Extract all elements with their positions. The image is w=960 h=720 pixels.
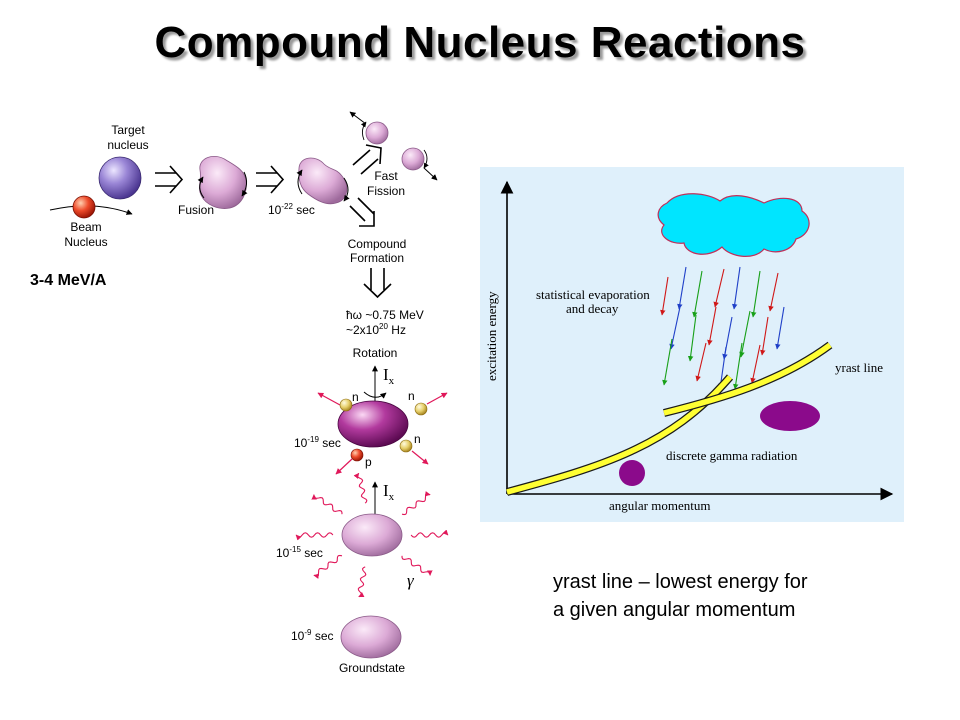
yrast-curve-upper-fill — [663, 342, 832, 416]
fast-fission-label-1: Fast — [374, 169, 398, 183]
gamma-ray-3 — [401, 491, 431, 516]
neutron-label-1: n — [352, 390, 359, 404]
high-spin-state — [760, 401, 820, 431]
compound-label-2: Formation — [350, 251, 404, 265]
gamma-ray-4 — [410, 529, 449, 538]
neutron-label-3: n — [414, 432, 421, 446]
evaporation-arrow-16 — [695, 342, 707, 382]
neutron-1 — [339, 398, 353, 412]
evaporation-arrow-15 — [662, 338, 673, 386]
fusion-blob — [199, 156, 247, 209]
proton — [350, 448, 364, 462]
fission-arrow-2 — [423, 167, 438, 181]
target-label-2: nucleus — [107, 138, 148, 152]
spin-rotation-arrow-1 — [363, 391, 387, 399]
evaporation-label-2: and decay — [566, 301, 619, 316]
neutron-label-2: n — [408, 389, 415, 403]
evaporation-arrow-13 — [760, 316, 769, 356]
x-axis-label: angular momentum — [609, 498, 710, 513]
beam-label-1: Beam — [70, 220, 101, 234]
neutron-2 — [414, 402, 428, 416]
evaporation-arrow-19 — [750, 344, 761, 384]
time-label-1: 10-22 sec — [268, 202, 315, 217]
gamma-ray-5 — [401, 555, 433, 576]
compound-nucleus-gamma — [341, 513, 403, 557]
compound-nucleus-cloud — [657, 193, 810, 257]
dinuclear-rotation-arrow-2 — [343, 177, 350, 202]
fission-fragment-2 — [401, 147, 425, 171]
fission-spin-arrow-2 — [423, 149, 429, 169]
proton-arrow — [335, 458, 353, 475]
gamma-label: γ — [407, 571, 415, 590]
fission-spin-arrow-1 — [360, 121, 367, 141]
evaporation-label-1: statistical evaporation — [536, 287, 650, 302]
evaporation-arrow-14 — [775, 306, 785, 350]
gamma-ray-7 — [313, 554, 343, 579]
spin-label-1: Ix — [383, 365, 395, 387]
fission-fragment-1 — [365, 121, 389, 145]
beam-energy-label: 3-4 MeV/A — [30, 272, 107, 289]
y-axis-label: excitation energy — [484, 291, 499, 381]
time-label-4: 10-9 sec — [291, 628, 334, 643]
rotation-label: Rotation — [353, 346, 398, 360]
yrast-label: yrast line — [835, 360, 883, 375]
gamma-ray-8 — [295, 532, 334, 541]
caption-line-2: a given angular momentum — [553, 599, 796, 621]
fusion-rotation-arrow-2 — [241, 171, 248, 197]
evaporation-arrow-2 — [677, 266, 687, 310]
neutron-arrow-3 — [411, 450, 429, 465]
target-nucleus — [98, 156, 142, 200]
neutron-3 — [399, 439, 413, 453]
evaporation-arrow-10 — [707, 306, 717, 346]
evaporation-arrow-18 — [733, 342, 743, 390]
groundstate-label: Groundstate — [339, 661, 405, 675]
groundstate-nucleus — [340, 615, 402, 659]
reaction-diagram: Target nucleus Beam Nucleus Fusion 10-22… — [49, 111, 449, 675]
gamma-ray-6 — [357, 566, 367, 598]
neutron-arrow-1 — [317, 392, 341, 406]
neutron-arrow-2 — [426, 392, 448, 405]
fission-arrow-1 — [349, 111, 367, 125]
gamma-ray-2 — [353, 472, 368, 504]
implies-arrow-down — [363, 268, 392, 299]
rotation-energy-label: ħω ~0.75 MeV — [346, 308, 424, 322]
beam-label-2: Nucleus — [64, 235, 107, 249]
evaporation-arrow-9 — [687, 314, 697, 362]
evaporation-arrow-7 — [768, 272, 779, 312]
low-spin-state — [619, 460, 645, 486]
evaporation-arrow-8 — [669, 306, 681, 350]
gamma-radiation-label: discrete gamma radiation — [666, 448, 798, 463]
caption-line-1: yrast line – lowest energy for — [553, 571, 808, 593]
fast-fission-label-2: Fission — [367, 184, 405, 198]
compound-label-1: Compound — [348, 237, 407, 251]
evaporation-arrows — [660, 266, 785, 390]
dinuclear-rotation-arrow — [296, 169, 303, 195]
page-title: Compound Nucleus Reactions — [154, 18, 806, 67]
yrast-plot: excitation energy angular momentum stati… — [480, 167, 904, 522]
gamma-rays — [295, 472, 449, 598]
time-label-2: 10-19 sec — [294, 435, 341, 450]
implies-arrow-compound — [349, 197, 375, 227]
evaporation-arrow-5 — [731, 266, 741, 310]
evaporation-arrow-4 — [713, 268, 725, 308]
yrast-caption: yrast line – lowest energy for a given a… — [553, 568, 808, 624]
implies-arrow-fission — [352, 144, 382, 175]
evaporation-arrow-6 — [751, 270, 761, 318]
rotation-frequency-label: ~2x1020 Hz — [346, 322, 406, 337]
target-label-1: Target — [111, 123, 145, 137]
time-label-3: 10-15 sec — [276, 545, 323, 560]
dinuclear-blob — [298, 157, 348, 205]
implies-arrow-2 — [256, 165, 285, 194]
compound-nucleus-excited — [337, 400, 409, 448]
gamma-ray-1 — [311, 494, 343, 515]
fusion-rotation-arrow — [197, 176, 205, 199]
proton-label: p — [365, 455, 372, 469]
evaporation-arrow-1 — [660, 276, 669, 316]
implies-arrow-1 — [155, 165, 184, 194]
spin-label-2: Ix — [383, 481, 395, 503]
evaporation-arrow-12 — [739, 310, 751, 358]
beam-nucleus — [72, 195, 96, 219]
evaporation-arrow-3 — [692, 270, 703, 318]
fusion-label: Fusion — [178, 203, 214, 217]
